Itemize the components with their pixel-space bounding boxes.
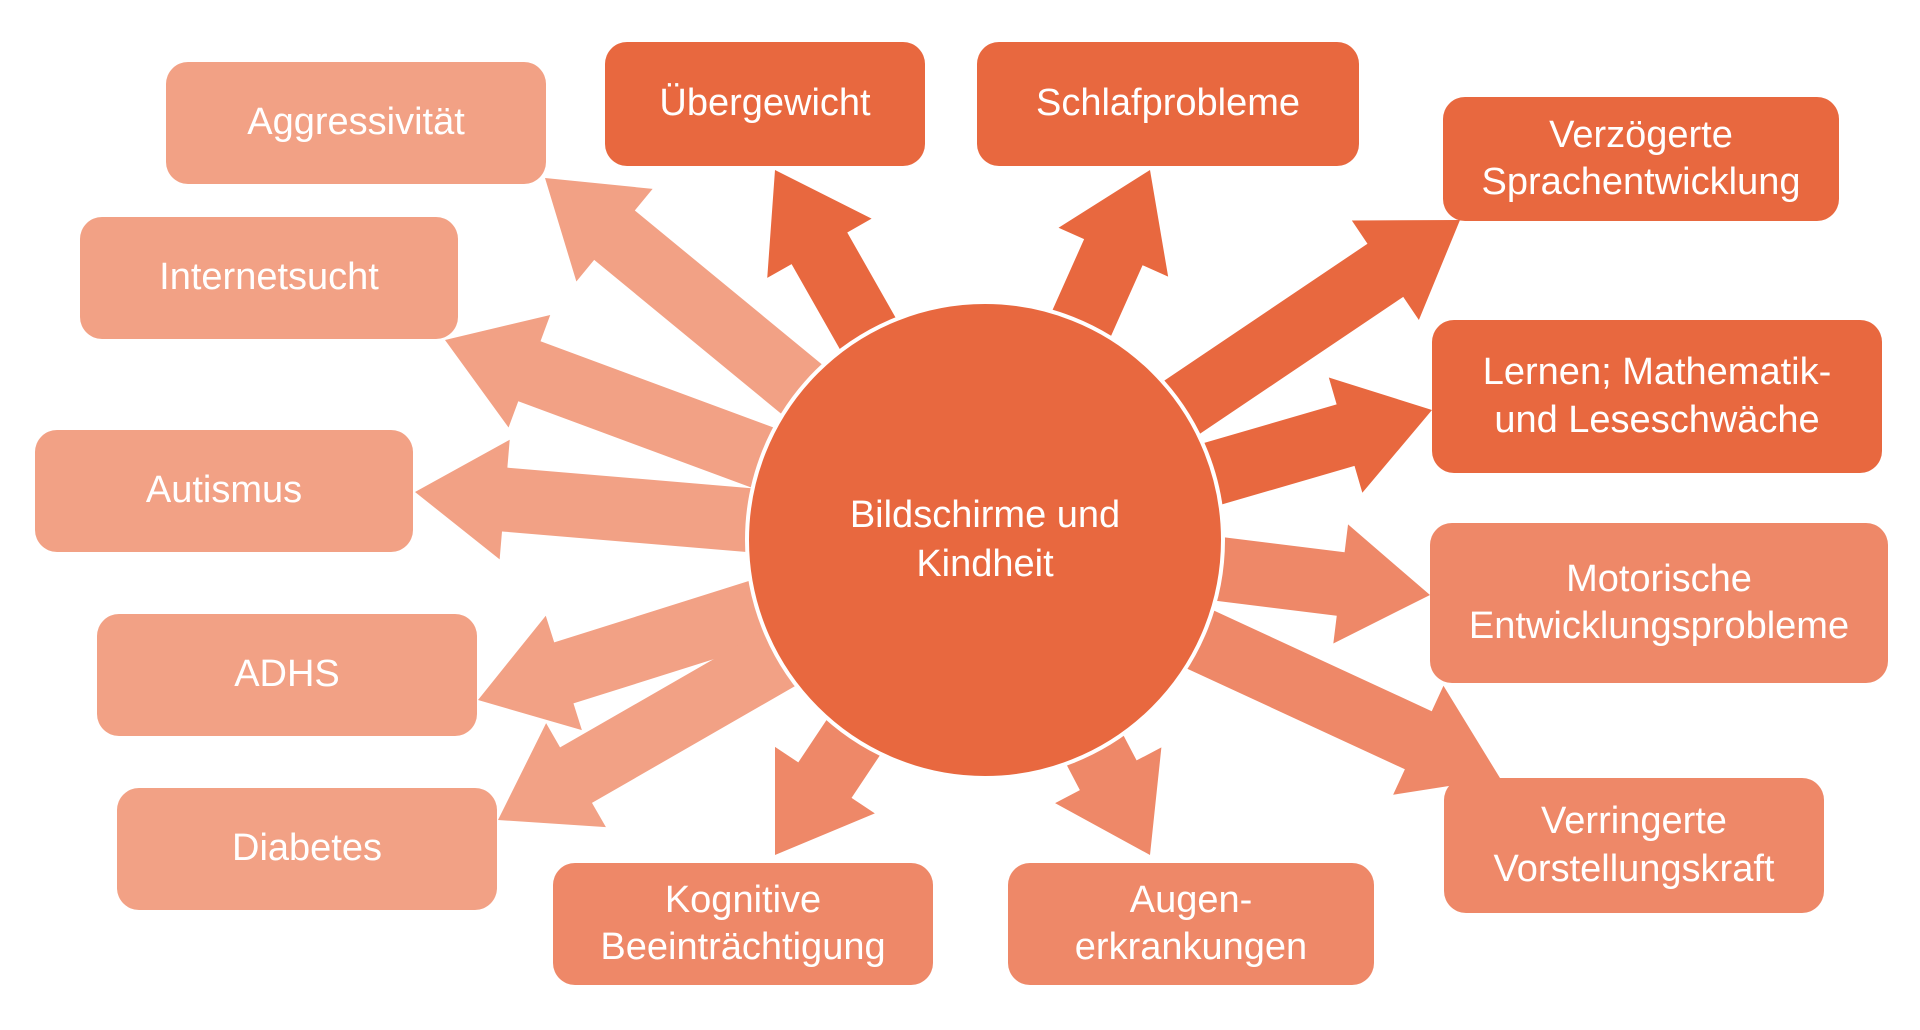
arrow-to-lernen-mathematik-leseschwaeche: [1168, 377, 1432, 515]
outcome-label-line: Diabetes: [232, 827, 382, 870]
outcome-label-line: Internetsucht: [159, 256, 379, 299]
outcome-label-line: Aggressivität: [247, 101, 465, 144]
outcome-label-line: Schlafprobleme: [1035, 82, 1301, 125]
outcome-box-adhs: ADHS: [97, 614, 477, 736]
arrow-to-verzoegerte-sprachentwicklung: [1132, 220, 1460, 455]
outcome-label: Autismus: [146, 467, 302, 515]
outcome-label: Aggressivität: [247, 99, 465, 147]
outcome-box-autismus: Autismus: [35, 430, 413, 552]
arrow-to-aggressivitaet: [545, 178, 851, 438]
outcome-box-internetsucht: Internetsucht: [80, 217, 458, 339]
outcome-label: Diabetes: [232, 825, 382, 873]
arrow-to-diabetes: [498, 611, 828, 828]
outcome-label: Augen-erkrankungen: [1075, 877, 1307, 972]
outcome-label-line: Beeinträchtigung: [600, 926, 886, 968]
arrow-to-verringerte-vorstellungskraft: [1153, 594, 1500, 795]
outcome-label-line: Kognitive: [664, 878, 822, 921]
outcome-box-lernen-mathematik-leseschwaeche: Lernen; Mathematik-und Leseschwäche: [1432, 320, 1882, 473]
outcome-label-line: Lernen; Mathematik-: [1482, 351, 1832, 393]
arrow-to-internetsucht: [445, 314, 809, 501]
outcome-box-aggressivitaet: Aggressivität: [166, 62, 546, 184]
outcome-box-uebergewicht: Übergewicht: [605, 42, 925, 166]
outcome-label-line: Sprachentwicklung: [1481, 161, 1801, 203]
outcome-label-line: Übergewicht: [659, 82, 871, 125]
outcome-label: ADHS: [234, 651, 340, 699]
arrow-to-motorische-entwicklungsprobleme: [1179, 524, 1430, 644]
outcome-label-line: Verringerte: [1541, 800, 1727, 842]
center-node: Bildschirme und Kindheit: [745, 300, 1225, 780]
arrow-to-autismus: [415, 439, 789, 560]
outcome-label: Übergewicht: [659, 80, 870, 128]
outcome-label-line: Augen-: [1129, 878, 1253, 921]
outcome-label-line: Verzögerte: [1549, 113, 1733, 156]
outcome-label-line: und Leseschwäche: [1494, 398, 1820, 441]
outcome-label-line: Autismus: [145, 469, 303, 512]
outcome-box-diabetes: Diabetes: [117, 788, 497, 910]
outcome-box-augenerkrankungen: Augen-erkrankungen: [1008, 863, 1374, 985]
center-label-line1: Bildschirme und: [849, 493, 1121, 536]
center-label-line2: Kindheit: [916, 543, 1054, 585]
outcome-label: Schlafprobleme: [1036, 80, 1300, 128]
outcome-label-line: erkrankungen: [1074, 926, 1308, 968]
outcome-label-line: Vorstellungskraft: [1493, 847, 1775, 890]
outcome-label-line: Entwicklungsprobleme: [1468, 605, 1850, 647]
arrow-to-adhs: [478, 569, 804, 731]
outcome-label: Internetsucht: [159, 254, 379, 302]
outcome-label: Lernen; Mathematik-und Leseschwäche: [1483, 349, 1832, 444]
outcome-box-schlafprobleme: Schlafprobleme: [977, 42, 1359, 166]
outcome-label-line: Motorische: [1566, 557, 1752, 600]
outcome-label-line: ADHS: [234, 653, 340, 696]
